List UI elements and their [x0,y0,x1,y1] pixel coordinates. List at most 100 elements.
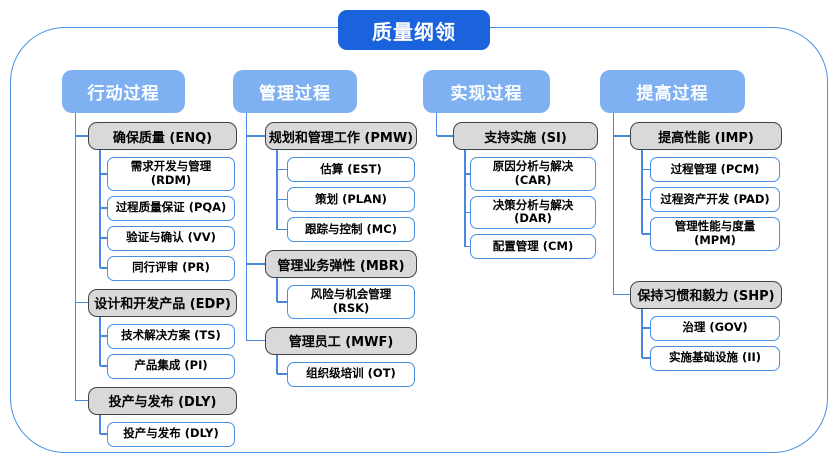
process-group: 管理业务弹性 (MBR) 风险与机会管理 (RSK) [233,250,417,319]
process-column-management-process: 管理过程规划和管理工作 (PMW) 估算 (EST) 策划 (PLAN) 跟踪与控制 … [233,70,417,387]
child-nodes: 治理 (GOV) 实施基础设施 (II) [600,315,782,371]
column-groups: 提高性能 (IMP) 过程管理 (PCM) 过程资产开发 (PAD) 管理性能与度量 … [600,122,782,371]
connector-line [100,433,107,435]
column-header-management-process: 管理过程 [233,70,357,113]
child-node: 需求开发与管理 (RDM) [107,157,235,191]
child-nodes: 需求开发与管理 (RDM) 过程质量保证 (PQA) 验证与确认 (VV) 同行评审 … [62,157,237,281]
column-groups: 确保质量 (ENQ) 需求开发与管理 (RDM) 过程质量保证 (PQA) 验证与确认… [62,122,237,447]
connector-line [641,308,643,359]
child-node: 管理性能与度量 (MPM) [650,217,780,251]
connector-line [612,113,615,295]
connector-line [246,263,265,265]
child-node: 组织级培训 (OT) [287,361,415,387]
parent-node: 提高性能 (IMP) [630,122,782,150]
parent-node: 确保质量 (ENQ) [88,122,237,150]
connector-line [100,335,107,337]
connector-line [277,373,287,375]
child-node: 决策分析与解决 (DAR) [470,195,596,230]
process-group: 管理员工 (MWF) 组织级培训 (OT) [233,326,417,387]
connector-line [642,233,650,235]
column-groups: 规划和管理工作 (PMW) 估算 (EST) 策划 (PLAN) 跟踪与控制 (MC)… [233,122,417,387]
connector-line [465,211,470,214]
connector-line [277,228,287,231]
child-nodes: 技术解决方案 (TS) 产品集成 (PI) [62,323,237,379]
child-nodes: 组织级培训 (OT) [233,361,417,387]
process-group: 投产与发布 (DLY) 投产与发布 (DLY) [62,386,237,447]
connector-line [100,173,107,175]
column-header-realization-process: 实现过程 [423,70,550,113]
connector-line [99,316,101,367]
connector-line [100,237,107,239]
child-nodes: 过程管理 (PCM) 过程资产开发 (PAD) 管理性能与度量 (MPM) [600,157,782,251]
child-nodes: 投产与发布 (DLY) [62,421,237,447]
process-group: 保持习惯和毅力 (SHP) 治理 (GOV) 实施基础设施 (II) [600,280,782,371]
child-node: 风险与机会管理 (RSK) [287,285,415,319]
diagram-title: 质量纲领 [338,10,490,50]
connector-line [276,278,278,302]
connector-line [100,207,107,209]
child-node: 过程管理 (PCM) [650,157,780,182]
parent-node: 管理员工 (MWF) [265,326,417,355]
child-node: 跟踪与控制 (MC) [287,217,415,242]
connector-line [465,245,470,248]
connector-line [435,113,438,136]
process-group: 设计和开发产品 (EDP) 技术解决方案 (TS) 产品集成 (PI) [62,288,237,379]
connector-line [276,150,278,230]
connector-line [100,267,107,269]
connector-line [75,301,88,304]
child-node: 过程质量保证 (PQA) [107,195,235,221]
parent-node: 规划和管理工作 (PMW) [265,122,417,150]
process-column-improvement-process: 提高过程提高性能 (IMP) 过程管理 (PCM) 过程资产开发 (PAD) 管理性能… [600,70,782,371]
child-node: 估算 (EST) [287,157,415,182]
connector-line [613,135,630,137]
connector-line [642,168,650,171]
child-node: 过程资产开发 (PAD) [650,187,780,212]
connector-line [100,365,107,367]
child-node: 同行评审 (PR) [107,255,235,281]
parent-node: 支持实施 (SI) [453,122,598,150]
child-node: 验证与确认 (VV) [107,225,235,251]
connector-line [464,150,466,247]
process-column-action-process: 行动过程确保质量 (ENQ) 需求开发与管理 (RDM) 过程质量保证 (PQA) 验… [62,70,237,447]
connector-line [436,135,453,137]
parent-node: 设计和开发产品 (EDP) [88,288,237,317]
connector-line [642,357,650,359]
connector-line [99,150,101,269]
child-node: 策划 (PLAN) [287,187,415,212]
column-header-improvement-process: 提高过程 [600,70,745,113]
connector-line [277,168,287,171]
child-node: 实施基础设施 (II) [650,345,780,371]
child-node: 治理 (GOV) [650,315,780,341]
connector-line [641,150,643,234]
connector-line [74,113,77,401]
child-nodes: 原因分析与解决 (CAR) 决策分析与解决 (DAR) 配置管理 (CM) [423,157,598,260]
child-nodes: 风险与机会管理 (RSK) [233,285,417,319]
parent-node: 管理业务弹性 (MBR) [265,250,417,278]
child-nodes: 估算 (EST) 策划 (PLAN) 跟踪与控制 (MC) [233,157,417,242]
process-group: 规划和管理工作 (PMW) 估算 (EST) 策划 (PLAN) 跟踪与控制 (MC) [233,122,417,242]
connector-line [246,135,265,137]
connector-line [277,301,287,303]
parent-node: 投产与发布 (DLY) [88,386,237,415]
process-column-realization-process: 实现过程支持实施 (SI) 原因分析与解决 (CAR) 决策分析与解决 (DAR) 配… [423,70,598,260]
connector-line [642,327,650,329]
child-node: 原因分析与解决 (CAR) [470,157,596,191]
connector-line [246,339,265,342]
parent-node: 保持习惯和毅力 (SHP) [630,280,782,309]
connector-line [613,293,630,296]
connector-line [75,399,88,402]
child-node: 配置管理 (CM) [470,234,596,260]
connector-line [99,414,101,435]
process-group: 支持实施 (SI) 原因分析与解决 (CAR) 决策分析与解决 (DAR) 配置管理 … [423,122,598,260]
child-node: 产品集成 (PI) [107,353,235,379]
column-header-action-process: 行动过程 [62,70,185,113]
child-node: 技术解决方案 (TS) [107,323,235,349]
connector-line [642,198,650,201]
connector-line [276,354,278,375]
connector-line [277,198,287,201]
process-group: 提高性能 (IMP) 过程管理 (PCM) 过程资产开发 (PAD) 管理性能与度量 … [600,122,782,251]
column-groups: 支持实施 (SI) 原因分析与解决 (CAR) 决策分析与解决 (DAR) 配置管理 … [423,122,598,260]
connector-line [75,135,88,137]
connector-line [465,173,470,175]
